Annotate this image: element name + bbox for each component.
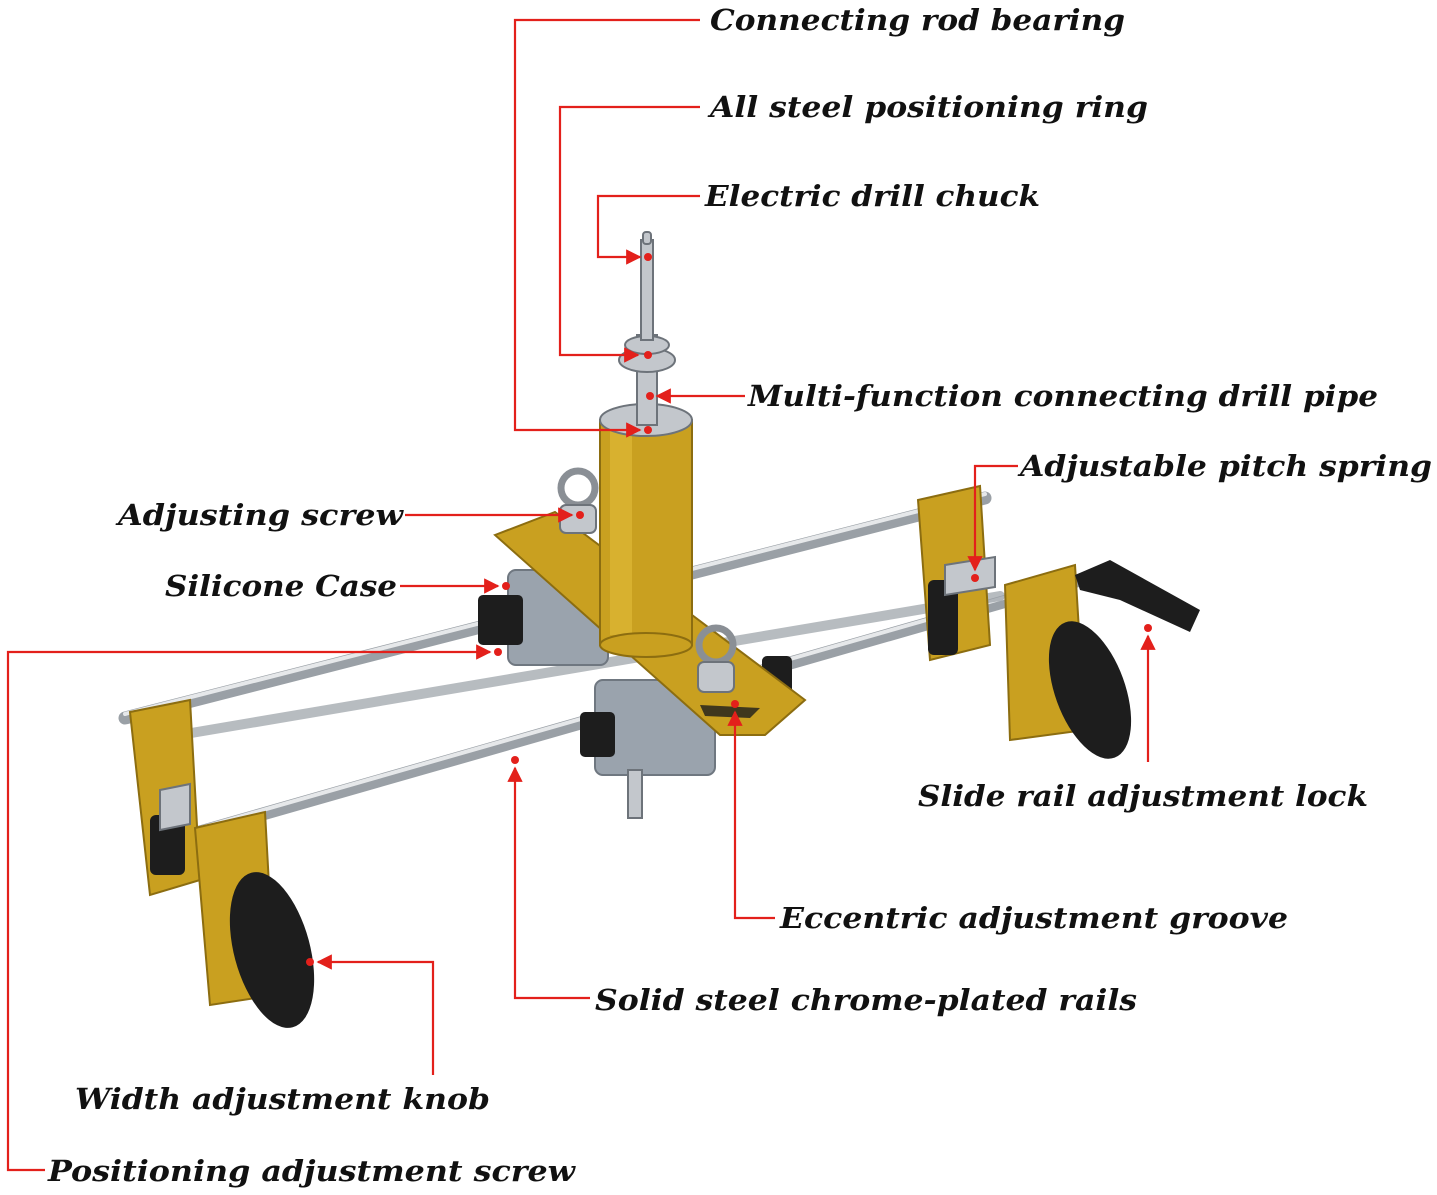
label-drill-chuck: Electric drill chuck bbox=[704, 179, 1040, 213]
tool-illustration bbox=[118, 231, 1200, 1037]
label-connecting-rod-bearing: Connecting rod bearing bbox=[710, 3, 1125, 37]
label-width-knob: Width adjustment knob bbox=[75, 1082, 490, 1116]
left-bracket bbox=[128, 698, 330, 1037]
right-bracket bbox=[916, 484, 1200, 759]
center-column bbox=[599, 403, 693, 658]
labels: Connecting rod bearing All steel positio… bbox=[47, 3, 1432, 1188]
label-drill-pipe: Multi-function connecting drill pipe bbox=[747, 379, 1378, 413]
label-positioning-screw: Positioning adjustment screw bbox=[47, 1154, 576, 1188]
adjusting-screw bbox=[557, 467, 599, 509]
label-eccentric-groove: Eccentric adjustment groove bbox=[779, 901, 1288, 935]
label-pitch-spring: Adjustable pitch spring bbox=[1017, 449, 1432, 483]
label-rails: Solid steel chrome-plated rails bbox=[595, 983, 1137, 1017]
width-adjustment-knob[interactable] bbox=[215, 863, 330, 1037]
label-silicone-case: Silicone Case bbox=[165, 569, 397, 603]
label-adjusting-screw: Adjusting screw bbox=[115, 498, 404, 532]
leader-lines bbox=[6, 18, 1156, 1172]
label-positioning-ring: All steel positioning ring bbox=[707, 90, 1148, 124]
label-slide-rail-lock: Slide rail adjustment lock bbox=[918, 779, 1368, 813]
slide-rail-lock-lever[interactable] bbox=[1075, 560, 1200, 632]
